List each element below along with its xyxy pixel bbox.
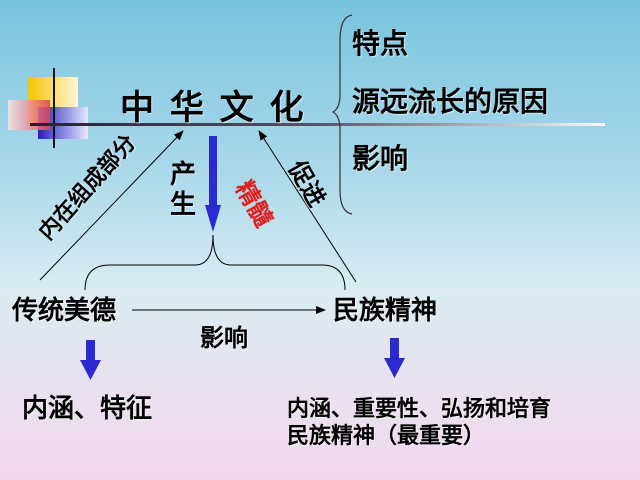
bottom-right-text-2: 民族精神（最重要） — [287, 424, 486, 449]
node-traditional-virtues: 传统美德 — [12, 296, 117, 326]
right-item-influence: 影响 — [352, 142, 409, 175]
bottom-left-text: 内涵、特征 — [22, 394, 153, 424]
title-underline — [30, 123, 605, 126]
bottom-right-text-1: 内涵、重要性、弘扬和培育 — [287, 397, 552, 422]
title: 中 华 文 化 — [120, 88, 306, 128]
center-arrow-shaft — [209, 136, 217, 208]
right-down-arrow — [384, 338, 405, 378]
center-arrow-label: 产生 — [170, 160, 197, 220]
left-arrow — [39, 130, 184, 281]
left-down-arrow — [80, 340, 101, 380]
right-brace — [331, 14, 353, 215]
center-arrow-head — [205, 205, 221, 232]
right-arrow — [258, 130, 357, 283]
right-item-reasons: 源远流长的原因 — [352, 85, 549, 118]
logo-squares — [8, 68, 88, 148]
middle-arrow-label: 影响 — [200, 324, 248, 352]
node-national-spirit: 民族精神 — [333, 296, 438, 326]
right-item-features: 特点 — [352, 27, 409, 60]
bottom-brace — [84, 234, 346, 291]
